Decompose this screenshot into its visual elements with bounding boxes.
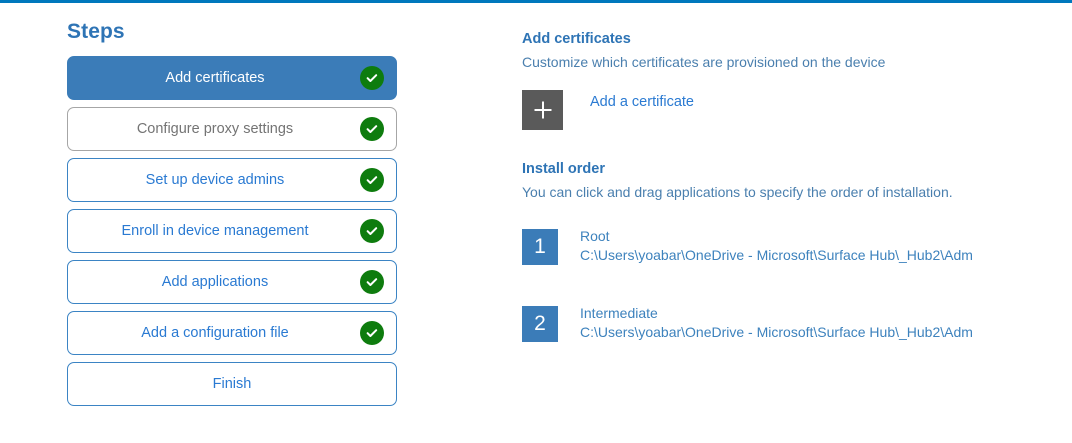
order-item-text: Root C:\Users\yoabar\OneDrive - Microsof… (580, 227, 973, 265)
order-item-name: Root (580, 227, 610, 244)
check-circle-icon (360, 270, 384, 295)
install-order-description: You can click and drag applications to s… (522, 184, 953, 201)
check-circle-icon (360, 66, 384, 91)
detail-pane: Add certificates Customize which certifi… (522, 31, 1052, 383)
step-item-enroll-in-device-management[interactable]: Enroll in device management (67, 209, 397, 254)
install-order-heading: Install order (522, 160, 605, 177)
step-label: Add a configuration file (141, 324, 289, 341)
step-label: Finish (212, 375, 252, 392)
order-item-path: C:\Users\yoabar\OneDrive - Microsoft\Sur… (580, 246, 973, 263)
wizard-page: Steps Add certificates Configure proxy s… (0, 3, 1072, 443)
list-item[interactable]: 1 Root C:\Users\yoabar\OneDrive - Micros… (522, 227, 1052, 265)
order-item-text: Intermediate C:\Users\yoabar\OneDrive - … (580, 304, 973, 342)
step-item-set-up-device-admins[interactable]: Set up device admins (67, 158, 397, 203)
step-label: Set up device admins (145, 171, 285, 188)
order-number-badge: 1 (522, 228, 558, 265)
step-item-finish[interactable]: Finish (67, 362, 397, 407)
install-order-list: 1 Root C:\Users\yoabar\OneDrive - Micros… (522, 227, 1052, 342)
certificates-heading: Add certificates (522, 31, 631, 47)
step-label: Add applications (161, 273, 269, 290)
top-accent-bar (0, 0, 1072, 3)
step-item-configure-proxy-settings[interactable]: Configure proxy settings (67, 107, 397, 152)
steps-panel: Steps Add certificates Configure proxy s… (67, 20, 397, 413)
step-item-add-a-configuration-file[interactable]: Add a configuration file (67, 311, 397, 356)
certificates-description: Customize which certificates are provisi… (522, 54, 886, 71)
add-certificate-row: Add a certificate (522, 89, 1052, 130)
check-circle-icon (360, 219, 384, 244)
plus-icon[interactable] (522, 89, 563, 130)
list-item[interactable]: 2 Intermediate C:\Users\yoabar\OneDrive … (522, 304, 1052, 342)
step-label: Add certificates (165, 69, 265, 86)
add-a-certificate-button[interactable]: Add a certificate (590, 93, 694, 110)
order-number-badge: 2 (522, 305, 558, 342)
check-circle-icon (360, 117, 384, 142)
step-label: Configure proxy settings (136, 120, 294, 137)
certificates-section: Add certificates Customize which certifi… (522, 31, 1052, 130)
step-item-add-certificates[interactable]: Add certificates (67, 56, 397, 101)
order-item-path: C:\Users\yoabar\OneDrive - Microsoft\Sur… (580, 323, 973, 340)
steps-title: Steps (67, 20, 125, 43)
step-label: Enroll in device management (121, 222, 309, 239)
order-item-name: Intermediate (580, 304, 658, 321)
check-circle-icon (360, 321, 384, 346)
step-item-add-applications[interactable]: Add applications (67, 260, 397, 305)
install-order-section: Install order You can click and drag app… (522, 161, 1052, 342)
check-circle-icon (360, 168, 384, 193)
